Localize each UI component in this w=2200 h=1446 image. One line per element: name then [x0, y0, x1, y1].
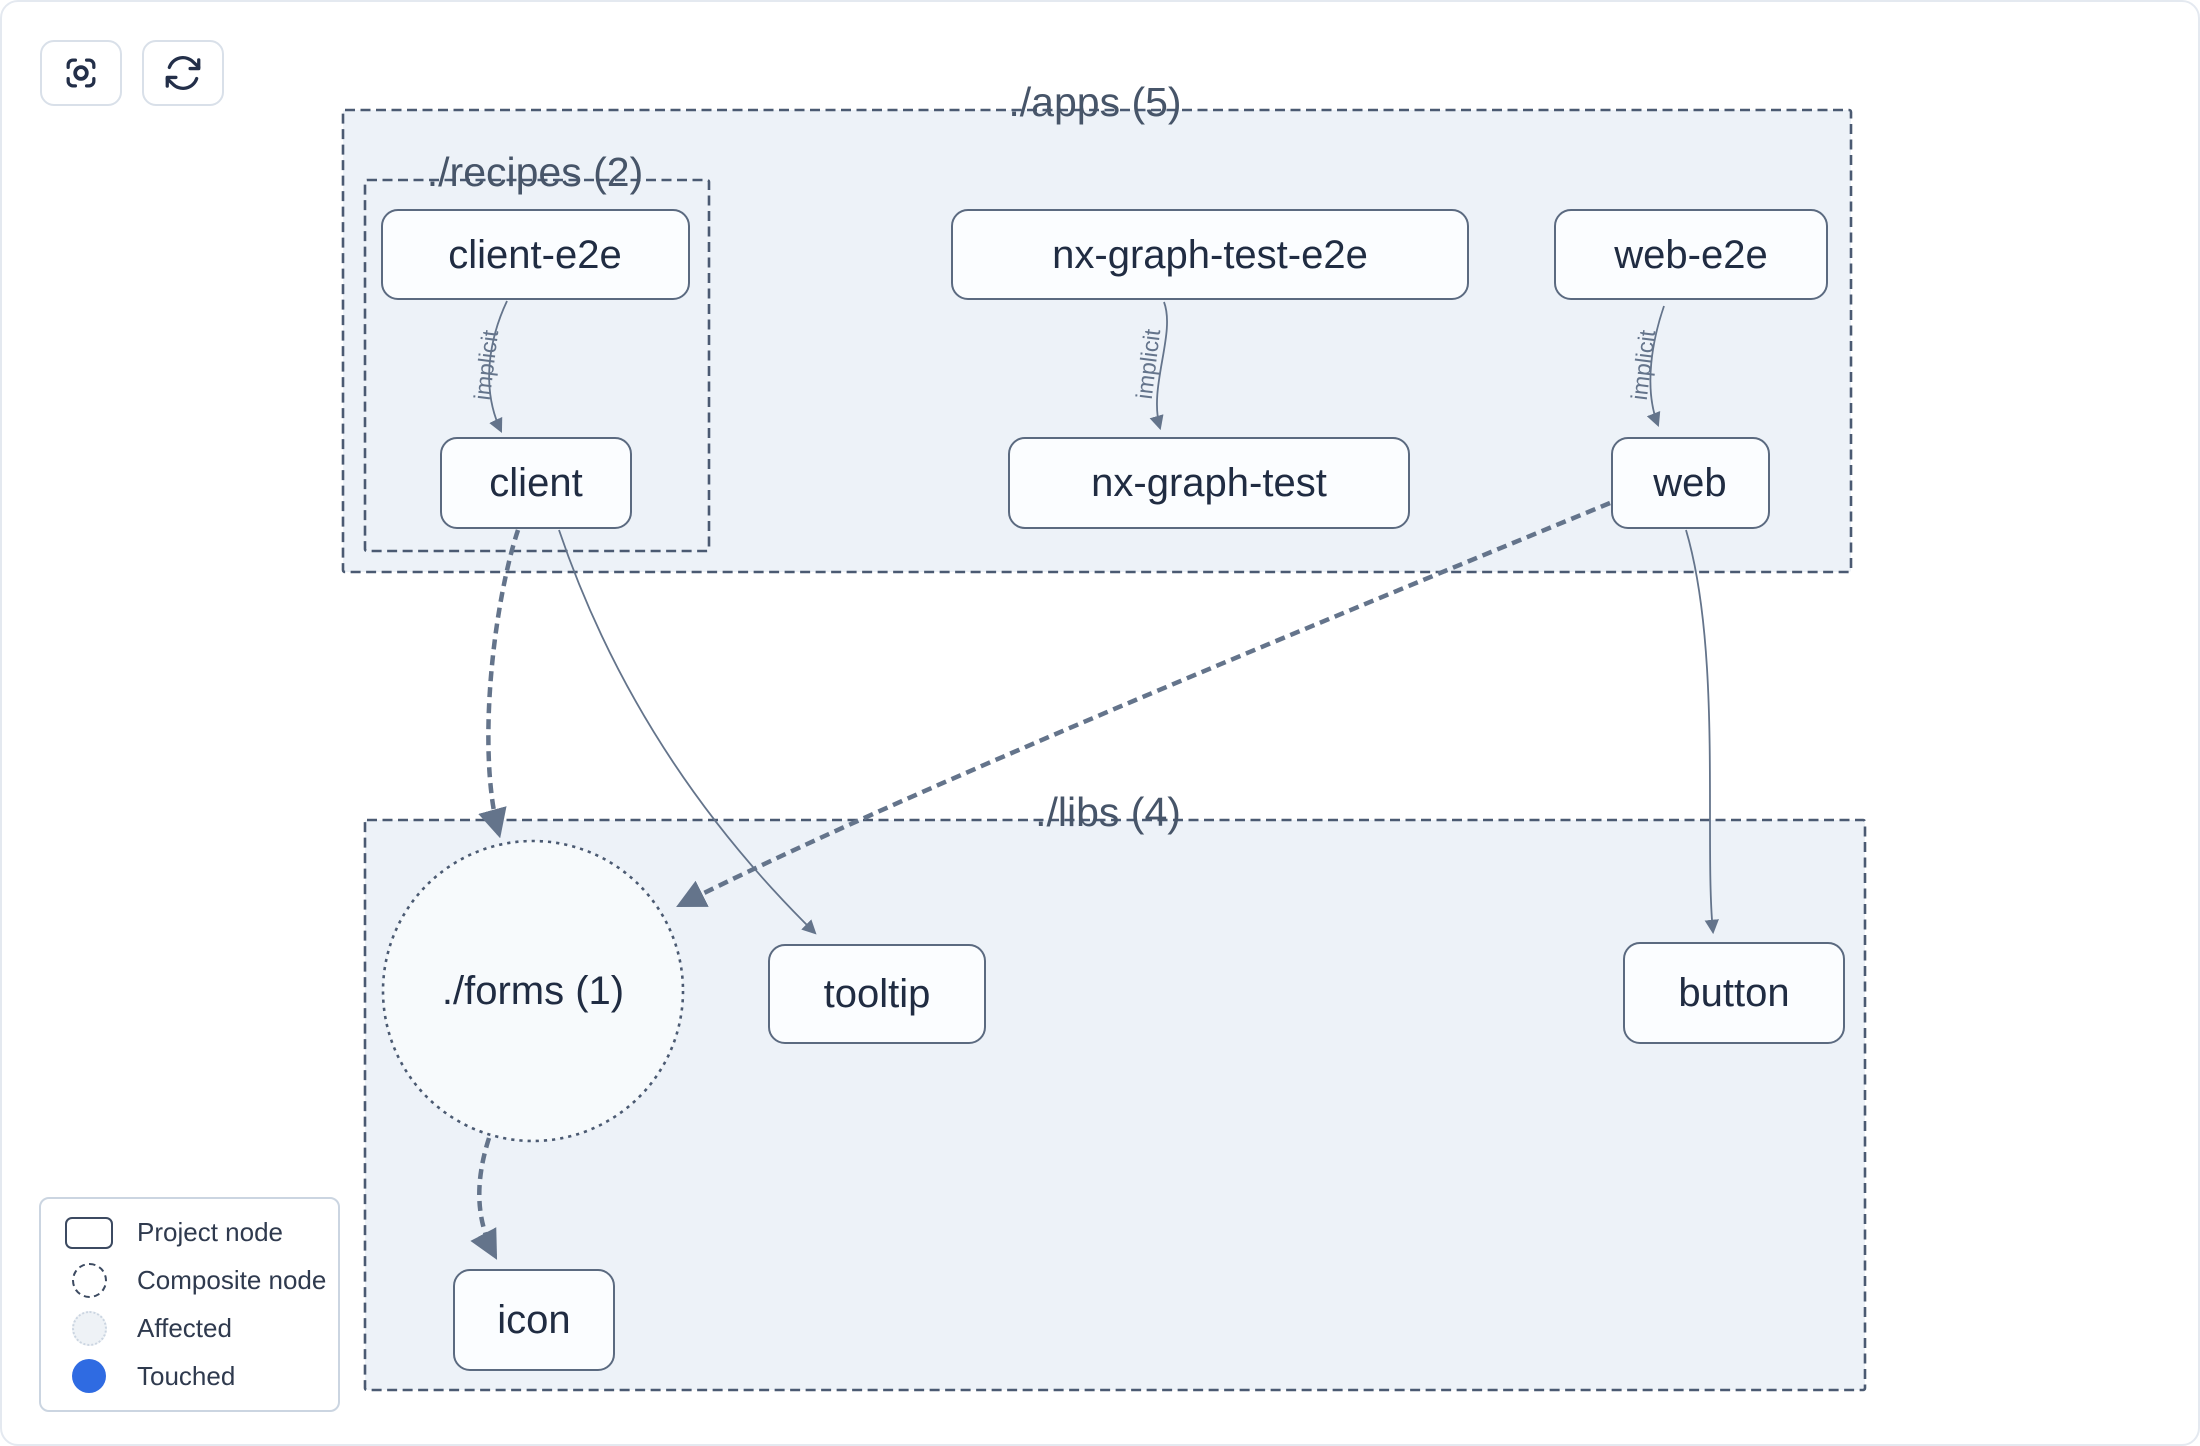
composite-node-forms-label: ./forms (1): [442, 969, 624, 1013]
container-libs: ./libs (4): [363, 789, 1867, 1392]
project-node-nx-graph-test-e2e[interactable]: nx-graph-test-e2e: [951, 209, 1469, 300]
container-recipes: ./recipes (2): [363, 149, 711, 553]
project-node-button[interactable]: button: [1623, 942, 1845, 1044]
node-label: icon: [497, 1298, 570, 1342]
refresh-cycle-icon: [165, 56, 201, 90]
graph-toolbar: [40, 40, 224, 106]
project-node-icon[interactable]: icon: [453, 1269, 615, 1371]
edge-client-to-tooltip: [558, 529, 817, 935]
project-node-web-e2e[interactable]: web-e2e: [1554, 209, 1828, 300]
container-libs-rect: [363, 818, 1867, 1392]
composite-node-swatch: [71, 1263, 107, 1299]
legend-item-touched: Touched: [41, 1354, 338, 1398]
affected-swatch: [71, 1310, 107, 1346]
container-apps: ./apps (5): [341, 79, 1853, 574]
edge-nx-graph-test-e2e-to-nx-graph-test: [1149, 301, 1168, 431]
node-label: web-e2e: [1613, 233, 1767, 277]
refresh-button[interactable]: [142, 40, 224, 106]
edge-web-to-forms: [676, 500, 1611, 908]
touched-swatch: [72, 1359, 106, 1394]
edge-forms-to-icon: [470, 1137, 498, 1260]
project-node-nx-graph-test[interactable]: nx-graph-test: [1008, 437, 1410, 529]
edge-web-to-button: [1685, 529, 1719, 935]
edge-web-e2e-to-web: [1646, 305, 1665, 428]
legend-label: Affected: [137, 1312, 232, 1343]
focus-crosshair-icon: [66, 58, 96, 88]
project-node-swatch: [65, 1216, 113, 1249]
container-libs-title: ./libs (4): [1035, 789, 1181, 835]
project-node-client[interactable]: client: [440, 437, 632, 529]
node-label: nx-graph-test: [1091, 461, 1327, 505]
composite-node-forms[interactable]: ./forms (1): [381, 839, 685, 1143]
project-node-client-e2e[interactable]: client-e2e: [381, 209, 690, 300]
node-label: button: [1678, 971, 1789, 1015]
container-apps-rect: [341, 108, 1853, 574]
container-apps-title: ./apps (5): [1008, 79, 1181, 125]
container-recipes-title: ./recipes (2): [427, 149, 643, 195]
legend-label: Touched: [137, 1360, 236, 1391]
project-node-tooltip[interactable]: tooltip: [768, 944, 986, 1044]
node-label: client: [489, 461, 582, 505]
legend-label: Composite node: [137, 1265, 327, 1296]
node-label: nx-graph-test-e2e: [1052, 233, 1368, 277]
legend-item-project-node: Project node: [41, 1211, 338, 1255]
legend-label: Project node: [137, 1217, 283, 1248]
edge-client-e2e-to-client: [488, 300, 508, 433]
edge-client-to-forms: [478, 529, 521, 839]
composite-node-forms-circle[interactable]: [381, 839, 685, 1143]
node-label: client-e2e: [448, 233, 621, 277]
graph-legend: Project node Composite node Affected Tou…: [39, 1197, 340, 1412]
legend-item-composite-node: Composite node: [41, 1259, 338, 1303]
node-label: web: [1652, 461, 1726, 505]
focus-button[interactable]: [40, 40, 122, 106]
legend-item-affected: Affected: [41, 1306, 338, 1350]
node-label: tooltip: [824, 972, 931, 1016]
project-node-web[interactable]: web: [1611, 437, 1770, 529]
